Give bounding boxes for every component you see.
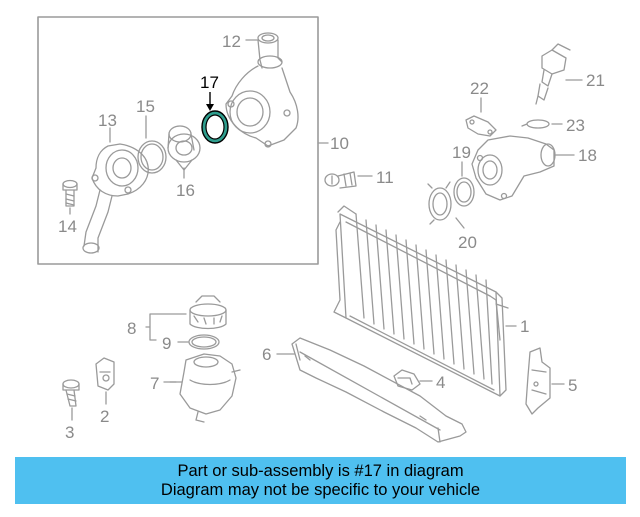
callout-12: 12	[222, 32, 241, 51]
callout-6: 6	[262, 345, 271, 364]
part-6-air-duct	[291, 337, 467, 443]
part-16-thermostat	[167, 125, 201, 171]
callout-8: 8	[127, 319, 136, 338]
callout-22: 22	[470, 79, 489, 98]
part-23-clip	[521, 119, 550, 129]
part-15-o-ring	[137, 140, 167, 174]
part-3-bolt	[62, 379, 80, 407]
leader-8	[145, 313, 187, 341]
callout-10: 10	[330, 134, 349, 153]
part-12-thermostat-housing	[225, 32, 299, 148]
callout-3: 3	[65, 423, 74, 442]
callout-13: 13	[98, 111, 117, 130]
part-11-bolt	[324, 171, 357, 189]
part-2-clip	[95, 357, 115, 391]
callout-15: 15	[136, 97, 155, 116]
part-9-o-ring	[188, 334, 220, 350]
part-13-housing-pipe	[82, 143, 149, 254]
subassembly-frame	[37, 16, 319, 265]
part-21-sensor	[535, 43, 571, 105]
callout-14: 14	[58, 217, 77, 236]
part-7-expansion-tank	[169, 353, 241, 423]
part-8-cap	[189, 295, 227, 330]
part-20-clamp	[427, 181, 452, 225]
callout-18: 18	[578, 146, 597, 165]
banner-line-2: Diagram may not be specific to your vehi…	[160, 480, 481, 499]
banner-line-1: Part or sub-assembly is #17 in diagram	[177, 461, 464, 480]
part-5-bracket	[525, 347, 551, 415]
part-1-radiator	[333, 205, 509, 397]
callout-17-highlighted: 17	[200, 73, 219, 92]
callout-7: 7	[150, 374, 159, 393]
callout-2: 2	[100, 407, 109, 426]
callout-20: 20	[458, 233, 477, 252]
callout-11: 11	[376, 168, 394, 187]
callout-4: 4	[436, 373, 445, 392]
part-14-bolt	[62, 179, 78, 207]
callout-23: 23	[566, 116, 585, 135]
callout-9: 9	[162, 334, 171, 353]
callout-16: 16	[176, 181, 195, 200]
part-17-seal-highlighted	[201, 110, 229, 144]
part-18-coolant-flange	[471, 135, 556, 201]
part-22-gasket	[465, 115, 497, 137]
callout-1: 1	[520, 317, 529, 336]
leader-17-arrow	[206, 104, 214, 111]
part-4-mount	[393, 369, 421, 391]
callout-19: 19	[452, 143, 471, 162]
leader-20	[455, 217, 465, 229]
callout-21: 21	[586, 71, 605, 90]
part-19-seal	[453, 177, 475, 207]
callout-5: 5	[568, 376, 577, 395]
info-banner: Part or sub-assembly is #17 in diagram D…	[15, 457, 626, 504]
